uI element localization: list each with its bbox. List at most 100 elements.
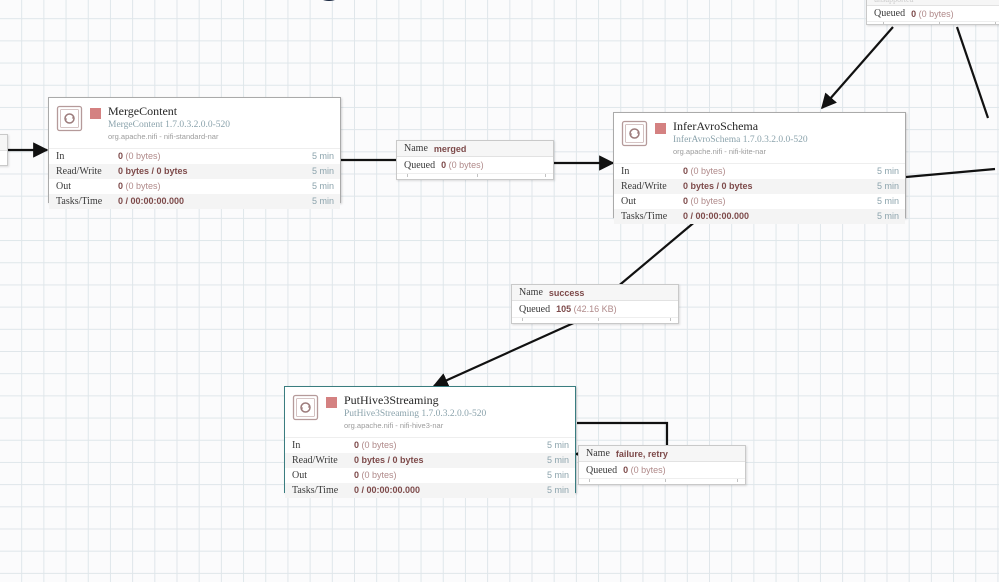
stat-value-out: 0 (0 bytes) <box>683 196 726 207</box>
processor-bundle: org.apache.nifi - nifi-standard-nar <box>108 131 219 141</box>
processor-header: InferAvroSchema InferAvroSchema 1.7.0.3.… <box>614 113 905 163</box>
stat-row-tasks-time: Tasks/Time 0 / 00:00:00.000 5 min <box>614 208 905 224</box>
processor-name: MergeContent <box>108 104 178 118</box>
stat-value-in: 0 (0 bytes) <box>683 166 726 177</box>
queued-label: Queued <box>586 464 618 476</box>
stat-label-in: In <box>56 150 65 162</box>
queued-value: 105 (42.16 KB) <box>556 304 617 314</box>
stat-label-tasks-time: Tasks/Time <box>292 484 339 496</box>
stopped-status-icon <box>326 397 337 408</box>
processor-stats: In 0 (0 bytes) 5 min Read/Write 0 bytes … <box>49 147 340 209</box>
partial-connection-top-right[interactable]: unsupported Queued 0 (0 bytes) <box>866 0 999 25</box>
processor-header: MergeContent MergeContent 1.7.0.3.2.0.0-… <box>49 98 340 148</box>
stat-value-read-write: 0 bytes / 0 bytes <box>683 181 753 192</box>
partial-connection-name-text: unsupported <box>874 0 914 4</box>
name-label: Name <box>404 143 428 154</box>
stat-time-in: 5 min <box>546 440 569 451</box>
connection-merged[interactable]: Name merged Queued 0 (0 bytes) <box>396 140 554 180</box>
stat-time-out: 5 min <box>876 196 899 207</box>
edge-top-right-partial-right <box>905 26 996 179</box>
processor-icon <box>621 120 648 147</box>
stat-row-in: In 0 (0 bytes) 5 min <box>614 163 905 179</box>
stat-label-read-write: Read/Write <box>56 165 102 177</box>
connection-name-value: merged <box>433 143 467 154</box>
stat-value-tasks-time: 0 / 00:00:00.000 <box>118 196 185 207</box>
connection-failure-retry[interactable]: Name failure, retry Queued 0 (0 bytes) <box>578 445 746 485</box>
stat-label-out: Out <box>292 469 307 481</box>
processor-bundle: org.apache.nifi - nifi-hive3-nar <box>344 420 444 430</box>
stat-row-tasks-time: Tasks/Time 0 / 00:00:00.000 5 min <box>49 193 340 209</box>
processor-icon <box>56 105 83 132</box>
stat-row-out: Out 0 (0 bytes) 5 min <box>49 178 340 194</box>
processor-type: PutHive3Streaming 1.7.0.3.2.0.0-520 <box>344 408 487 419</box>
stat-row-in: In 0 (0 bytes) 5 min <box>49 148 340 164</box>
processor-name: PutHive3Streaming <box>344 393 439 407</box>
processor-name: InferAvroSchema <box>673 119 759 133</box>
stat-label-read-write: Read/Write <box>292 454 338 466</box>
connection-name-value: success <box>548 287 585 298</box>
stat-label-out: Out <box>56 180 71 192</box>
stat-row-out: Out 0 (0 bytes) 5 min <box>614 193 905 209</box>
processor-puthive3streaming[interactable]: PutHive3Streaming PutHive3Streaming 1.7.… <box>284 386 576 498</box>
stat-label-tasks-time: Tasks/Time <box>621 210 668 222</box>
stat-value-out: 0 (0 bytes) <box>354 470 397 481</box>
connection-scrollbar[interactable] <box>579 478 745 482</box>
partial-connection-left-edge[interactable] <box>0 134 8 166</box>
connection-scrollbar[interactable] <box>512 317 678 321</box>
stat-label-tasks-time: Tasks/Time <box>56 195 103 207</box>
stat-row-tasks-time: Tasks/Time 0 / 00:00:00.000 5 min <box>285 482 575 498</box>
queued-label: Queued <box>874 8 906 19</box>
stat-label-in: In <box>621 165 630 177</box>
processor-type: InferAvroSchema 1.7.0.3.2.0.0-520 <box>673 134 808 145</box>
stat-time-out: 5 min <box>311 181 334 192</box>
stat-time-tasks-time: 5 min <box>546 485 569 496</box>
queued-value: 0 (0 bytes) <box>911 8 954 19</box>
connection-queued-row: Queued 105 (42.16 KB) <box>512 301 678 317</box>
queued-value: 0 (0 bytes) <box>441 160 484 170</box>
processor-stats: In 0 (0 bytes) 5 min Read/Write 0 bytes … <box>285 436 575 498</box>
connection-success[interactable]: Name success Queued 105 (42.16 KB) <box>511 284 679 324</box>
stat-label-out: Out <box>621 195 636 207</box>
stat-row-read-write: Read/Write 0 bytes / 0 bytes 5 min <box>49 163 340 179</box>
stat-time-read-write: 5 min <box>876 181 899 192</box>
processor-icon <box>292 394 319 421</box>
stat-value-out: 0 (0 bytes) <box>118 181 161 192</box>
stat-value-read-write: 0 bytes / 0 bytes <box>354 455 424 466</box>
connection-scrollbar[interactable] <box>397 173 553 177</box>
canvas-partial-top-element <box>318 0 340 1</box>
stat-value-tasks-time: 0 / 00:00:00.000 <box>683 211 750 222</box>
stat-row-in: In 0 (0 bytes) 5 min <box>285 437 575 453</box>
connection-name-value: failure, retry <box>615 448 668 459</box>
connection-name-row: Name success <box>512 285 678 301</box>
stat-row-out: Out 0 (0 bytes) 5 min <box>285 467 575 483</box>
edge-top-right-partial-left <box>820 26 894 110</box>
processor-stats: In 0 (0 bytes) 5 min Read/Write 0 bytes … <box>614 162 905 224</box>
queued-label: Queued <box>519 303 551 315</box>
stat-value-read-write: 0 bytes / 0 bytes <box>118 166 188 177</box>
stat-time-read-write: 5 min <box>311 166 334 177</box>
stat-time-tasks-time: 5 min <box>876 211 899 222</box>
stat-value-tasks-time: 0 / 00:00:00.000 <box>354 485 421 496</box>
stat-time-in: 5 min <box>311 151 334 162</box>
stat-value-in: 0 (0 bytes) <box>354 440 397 451</box>
connection-scrollbar[interactable] <box>867 21 999 24</box>
connection-queued-row: Queued 0 (0 bytes) <box>397 157 553 173</box>
stat-row-read-write: Read/Write 0 bytes / 0 bytes 5 min <box>285 452 575 468</box>
stopped-status-icon <box>90 108 101 119</box>
queued-label: Queued <box>404 159 436 171</box>
processor-type: MergeContent 1.7.0.3.2.0.0-520 <box>108 119 230 130</box>
connection-name-row: Name merged <box>397 141 553 157</box>
processor-inferavroschema[interactable]: InferAvroSchema InferAvroSchema 1.7.0.3.… <box>613 112 906 224</box>
name-label: Name <box>586 448 610 459</box>
processor-header: PutHive3Streaming PutHive3Streaming 1.7.… <box>285 387 575 437</box>
processor-bundle: org.apache.nifi - nifi-kite-nar <box>673 146 766 156</box>
stat-time-read-write: 5 min <box>546 455 569 466</box>
stat-time-out: 5 min <box>546 470 569 481</box>
queued-value: 0 (0 bytes) <box>623 465 666 475</box>
connection-queued-row: Queued 0 (0 bytes) <box>579 462 745 478</box>
stat-row-read-write: Read/Write 0 bytes / 0 bytes 5 min <box>614 178 905 194</box>
processor-mergecontent[interactable]: MergeContent MergeContent 1.7.0.3.2.0.0-… <box>48 97 341 209</box>
stat-value-in: 0 (0 bytes) <box>118 151 161 162</box>
stat-time-in: 5 min <box>876 166 899 177</box>
